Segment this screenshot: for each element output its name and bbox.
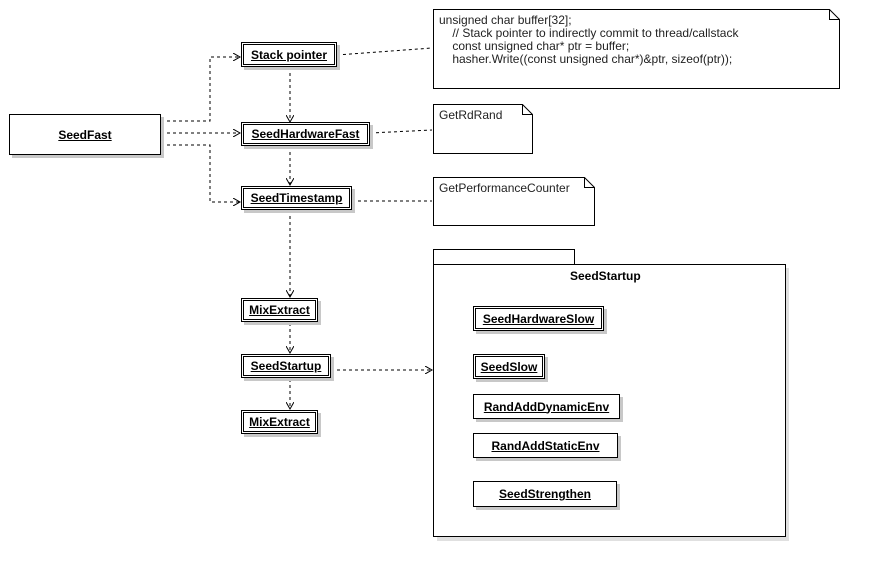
node-stack-pointer[interactable]: Stack pointer bbox=[241, 42, 337, 67]
note-rdrand-fold bbox=[522, 104, 533, 115]
edge-seedfast-timestamp bbox=[161, 144, 240, 202]
node-seed-hardware-fast[interactable]: SeedHardwareFast bbox=[241, 122, 370, 146]
node-mix-extract-2[interactable]: MixExtract bbox=[241, 410, 318, 434]
package-item-rand-add-dynamic-env[interactable]: RandAddDynamicEnv bbox=[473, 394, 620, 419]
note-perf-shape bbox=[433, 177, 595, 226]
node-seedfast[interactable]: SeedFast bbox=[9, 114, 161, 155]
node-seed-startup[interactable]: SeedStartup bbox=[241, 354, 331, 378]
package-item-seed-hardware-slow[interactable]: SeedHardwareSlow bbox=[473, 306, 604, 331]
note-stack-shape bbox=[433, 9, 840, 89]
package-title: SeedStartup bbox=[570, 269, 641, 283]
link-stack-note bbox=[336, 47, 433, 56]
note-perf-fold bbox=[584, 177, 595, 188]
edge-seedfast-stackpointer bbox=[161, 57, 240, 122]
link-hardware-note bbox=[369, 129, 433, 134]
package-item-seed-strengthen[interactable]: SeedStrengthen bbox=[473, 481, 617, 507]
package-item-rand-add-static-env[interactable]: RandAddStaticEnv bbox=[473, 433, 618, 458]
package-item-seed-slow[interactable]: SeedSlow bbox=[473, 354, 545, 379]
note-rdrand-shape bbox=[433, 104, 533, 154]
package-tab bbox=[433, 249, 575, 265]
note-stack-fold bbox=[829, 9, 840, 20]
node-mix-extract-1[interactable]: MixExtract bbox=[241, 298, 318, 322]
note-stack-code: unsigned char buffer[32]; // Stack point… bbox=[439, 13, 739, 66]
node-seed-timestamp[interactable]: SeedTimestamp bbox=[241, 186, 352, 210]
note-perf-counter: GetPerformanceCounter bbox=[439, 181, 570, 195]
note-rdrand: GetRdRand bbox=[439, 108, 503, 122]
